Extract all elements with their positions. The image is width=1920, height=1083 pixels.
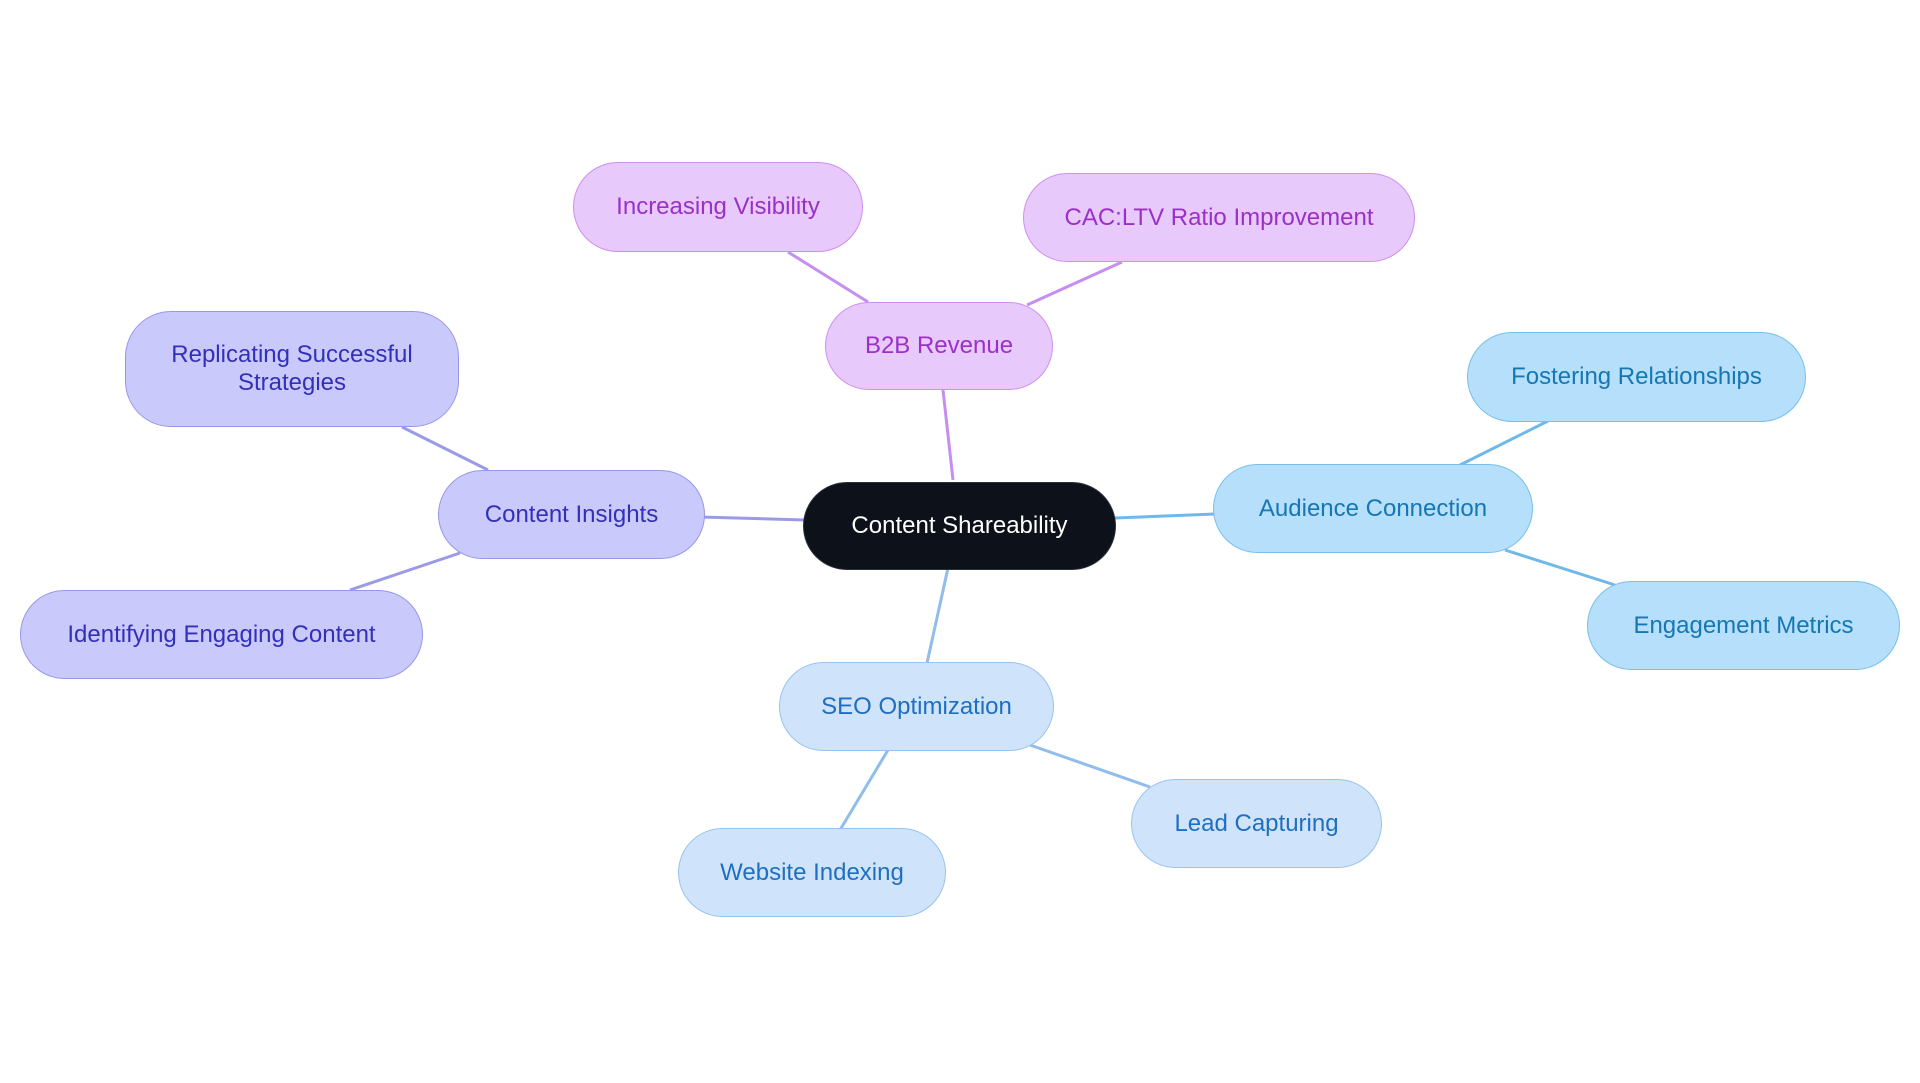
leaf-node-identifying-engaging-content: Identifying Engaging Content [20, 590, 423, 679]
connector-audience-engagement [1504, 548, 1616, 587]
branch-node-b2b-revenue: B2B Revenue [825, 302, 1053, 390]
connector-root-content-insights [699, 515, 806, 522]
connector-b2b-cac-ltv [1026, 260, 1123, 307]
connector-b2b-increasing-visibility [787, 250, 869, 304]
connector-seo-lead-capturing [1029, 743, 1151, 789]
branch-node-content-insights: Content Insights [438, 470, 705, 559]
leaf-node-increasing-visibility: Increasing Visibility [573, 162, 863, 252]
leaf-node-fostering-relationships: Fostering Relationships [1467, 332, 1806, 422]
leaf-node-website-indexing: Website Indexing [678, 828, 946, 917]
branch-node-seo-optimization: SEO Optimization [779, 662, 1054, 751]
connector-root-audience-connection [1114, 512, 1216, 520]
connector-audience-fostering [1459, 419, 1549, 467]
connector-root-b2b-revenue [941, 389, 955, 481]
connector-insights-replicating [401, 425, 489, 472]
branch-node-audience-connection: Audience Connection [1213, 464, 1533, 553]
connector-insights-identifying [349, 551, 461, 592]
connector-root-seo-optimization [925, 567, 950, 664]
connector-seo-website-indexing [838, 749, 890, 831]
leaf-node-lead-capturing: Lead Capturing [1131, 779, 1382, 868]
leaf-node-replicating-successful-strategies: Replicating Successful Strategies [125, 311, 459, 427]
leaf-node-cac-ltv-ratio-improvement: CAC:LTV Ratio Improvement [1023, 173, 1415, 262]
root-node-content-shareability: Content Shareability [803, 482, 1116, 570]
leaf-node-engagement-metrics: Engagement Metrics [1587, 581, 1900, 670]
